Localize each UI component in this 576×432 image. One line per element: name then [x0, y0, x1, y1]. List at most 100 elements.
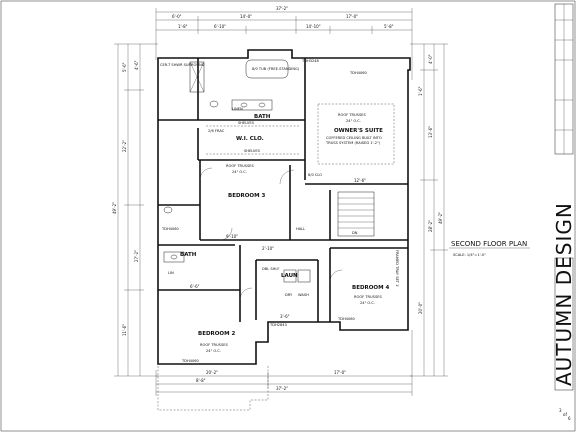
fixtures	[157, 59, 395, 411]
room-linen: LIN	[168, 271, 174, 275]
dim-bottom-2: 17'-0"	[334, 370, 346, 375]
note-window-4: TDH4060	[181, 359, 200, 363]
sheet-num: 3	[559, 408, 562, 413]
washer-icon	[297, 269, 311, 283]
door-swing	[279, 169, 295, 185]
dim-int-5: 2'-10"	[262, 246, 274, 251]
note-coffered-1: COFFERED CEILING BUILT INTO	[326, 136, 382, 140]
room-bedroom-2: BEDROOM 2	[198, 331, 235, 337]
dryer-icon	[283, 269, 297, 283]
toilet-lower-icon	[163, 206, 173, 214]
dim-right-3: 28'-2"	[428, 220, 433, 232]
dim-right-1: 4'-0"	[428, 54, 433, 64]
room-dryer: DRY	[285, 293, 293, 297]
dim-left-2: 22'-2"	[122, 140, 127, 152]
note-coffered-2: TRUSS SYSTEM (RAISED 1'-2")	[325, 141, 381, 145]
note-shelves: SHELVES	[244, 149, 261, 153]
note-dbl-shelf: DBL SHLF	[262, 267, 279, 271]
dim-right-overall: 49'-2"	[438, 212, 443, 224]
dim-int-2: 9'-10"	[226, 234, 238, 239]
room-bath-upper: BATH	[254, 114, 271, 120]
exterior-walls	[157, 49, 411, 365]
dim-top-3: 17'-0"	[346, 14, 358, 19]
note-linen: LINEN	[232, 107, 243, 111]
note-oc-bed4: 24" O.C.	[360, 301, 375, 305]
room-shelves: SHELVES	[238, 121, 255, 125]
sheet-number: 3 of 6	[559, 408, 571, 421]
dim-int-3: 6'-6"	[190, 284, 200, 289]
note-truss-bed2: ROOF TRUSSES	[200, 343, 229, 347]
bottom-dimensions: 20'-2" 17'-0" 37'-2" 8'-8"	[155, 330, 413, 396]
note-fan: 2/6 FRAC	[208, 129, 225, 133]
dim-bottom-1: 20'-2"	[206, 370, 218, 375]
vanity-lower-icon	[163, 251, 185, 263]
dim-left-4: 27'-2"	[134, 250, 139, 262]
note-oc-owner: 24" O.C.	[346, 119, 361, 123]
note-truss-owner: ROOF TRUSSES	[338, 113, 367, 117]
room-bedroom-4: BEDROOM 4	[352, 285, 389, 291]
dim-left-5: 4'-6"	[134, 60, 139, 70]
right-dimensions: 49'-2" 4'-0" 13'-6" 28'-2" 20'-0" 1'-6"	[410, 43, 448, 377]
room-bedroom-3: BEDROOM 3	[228, 193, 265, 199]
room-walk-in-closet: W.I. CLO.	[236, 136, 264, 142]
dim-left-3: 11'-6"	[122, 324, 127, 336]
top-dimensions: 37'-2" 6'-0" 14'-0" 17'-0" 6'-10" 14'-10…	[155, 6, 413, 80]
note-tub: 8/0 TUB (FREE-STANDING)	[252, 67, 300, 71]
note-stair-down: DN	[352, 231, 358, 235]
dim-bottom-overall: 37'-2"	[276, 386, 288, 391]
note-oc-bed3: 24" O.C.	[232, 170, 247, 174]
plan-title: SECOND FLOOR PLAN	[451, 240, 527, 248]
note-window-6: TDH2843	[269, 323, 287, 327]
left-dimensions: 49'-2" 5'-6" 22'-2" 11'-6" 27'-2" 4'-6"	[112, 43, 158, 377]
note-framed-tray: FRAMED TRAY SET 1'	[395, 250, 399, 287]
dim-right-2: 13'-6"	[428, 126, 433, 138]
dim-int-1: 12'-6"	[354, 178, 366, 183]
note-window-1: TDH3248	[301, 59, 320, 63]
dim-top-7: 5'-8"	[384, 24, 394, 29]
brand-box	[554, 257, 574, 391]
sink-icon	[240, 102, 248, 108]
vanity-icon	[231, 99, 273, 111]
coffered-ceiling-outline	[317, 103, 395, 165]
plan-scale: SCALE: 1/4"=1'-0"	[453, 253, 486, 257]
sheet-total: 6	[568, 416, 571, 421]
note-truss-bed4: ROOF TRUSSES	[354, 295, 383, 299]
dim-left-overall: 49'-2"	[112, 202, 117, 214]
note-window-3: TDH4060	[337, 317, 356, 321]
room-laundry: LAUN	[281, 273, 298, 279]
sink-lower-icon	[170, 254, 178, 260]
note-window-5: TDH4060	[161, 227, 180, 231]
dim-int-4: 3'-6"	[280, 314, 290, 319]
note-hall: HALL	[296, 227, 305, 231]
deck-outline	[157, 366, 269, 411]
note-oc-bed2: 24" O.C.	[206, 349, 221, 353]
dim-top-6: 1'-8"	[178, 24, 188, 29]
dim-top-1: 6'-0"	[172, 14, 182, 19]
note-truss-bed3: ROOF TRUSSES	[226, 164, 255, 168]
room-washer: WASH	[298, 293, 309, 297]
stairs-icon	[337, 191, 375, 237]
title-block-lines	[555, 4, 573, 154]
dim-bottom-3: 8'-8"	[196, 378, 206, 383]
room-owners-suite: OWNER'S SUITE	[334, 128, 383, 134]
sheet-of: of	[563, 412, 567, 417]
shower-icon	[189, 61, 205, 93]
bathtub-icon	[245, 59, 289, 79]
dim-right-5: 1'-6"	[418, 86, 423, 96]
dim-right-4: 20'-0"	[418, 302, 423, 314]
note-window-2: TDH4060	[349, 71, 368, 75]
note-closet: 8/0 CLO	[308, 173, 322, 177]
drawing-title: SECOND FLOOR PLAN SCALE: 1/4"=1'-0"	[449, 240, 530, 257]
dim-top-2: 14'-0"	[240, 14, 252, 19]
sink-icon-2	[258, 102, 266, 108]
dim-top-overall: 37'-2"	[276, 6, 288, 11]
company-name: AUTUMN DESIGN	[552, 202, 576, 386]
dim-top-5: 14'-10"	[306, 24, 321, 29]
toilet-icon	[209, 100, 219, 108]
interior-walls	[158, 58, 408, 322]
dim-top-4: 6'-10"	[214, 24, 226, 29]
note-shower: CER-T SHWR SURROUND	[160, 63, 205, 67]
room-bath-lower: BATH	[180, 252, 197, 258]
